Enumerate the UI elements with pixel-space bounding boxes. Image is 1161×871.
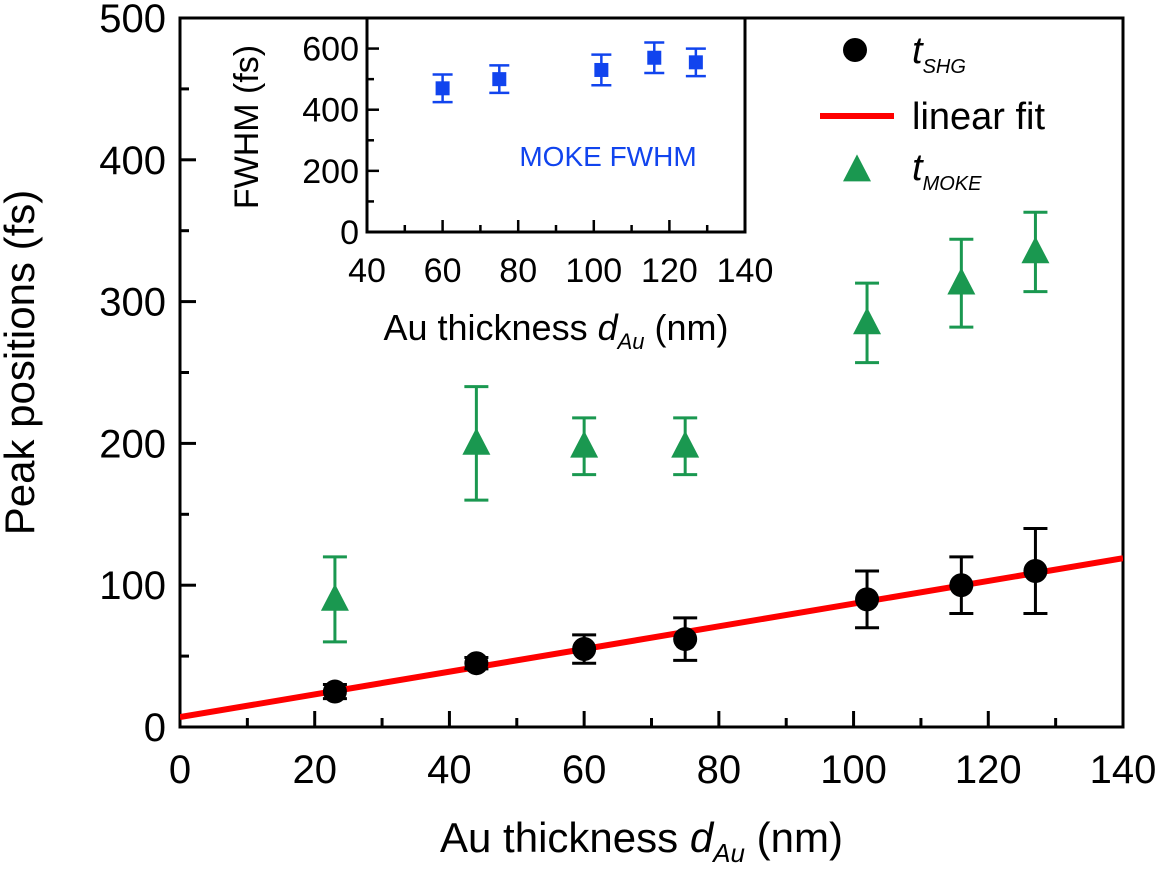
main-y-tick-label: 400 xyxy=(99,139,166,183)
main-x-tick-label: 20 xyxy=(292,748,337,792)
moke-data-point xyxy=(853,307,882,335)
main-x-tick-label: 60 xyxy=(562,748,607,792)
shg-data-point xyxy=(949,573,974,598)
inset-x-tick-label: 60 xyxy=(424,252,462,290)
inset-plot-frame xyxy=(365,16,747,234)
main-x-tick-label: 40 xyxy=(427,748,472,792)
main-y-axis-label: Peak positions (fs) xyxy=(0,190,43,535)
main-y-tick-label: 300 xyxy=(99,281,166,325)
fwhm-data-point xyxy=(594,62,609,77)
linear-fit-line xyxy=(180,555,1123,721)
main-y-tick-label: 100 xyxy=(99,564,166,608)
moke-data-point xyxy=(570,430,599,458)
main-y-tick-label: 0 xyxy=(144,706,166,750)
main-x-tick-label: 80 xyxy=(697,748,742,792)
moke-data-point xyxy=(671,430,700,458)
legend-moke-name: t xyxy=(912,147,924,189)
inset-x-tick-label: 40 xyxy=(348,252,386,290)
shg-data-point xyxy=(855,587,880,612)
inset-y-tick-label: 600 xyxy=(302,31,359,69)
inset-x-axis-label: Au thickness dAu (nm) xyxy=(383,307,728,354)
main-x-label-unit: (nm) xyxy=(745,814,843,861)
legend-moke-subscript: MOKE xyxy=(923,173,983,195)
inset-y-tick-label: 0 xyxy=(340,214,359,252)
inset-x-label-text: Au thickness xyxy=(383,307,597,348)
inset-y-axis-label: FWHM (fs) xyxy=(228,45,266,209)
shg-data-point xyxy=(673,627,698,652)
inset-x-label-subscript: Au xyxy=(616,329,645,354)
main-x-tick-label: 0 xyxy=(169,748,191,792)
inset-x-label-unit: (nm) xyxy=(645,307,729,348)
legend-moke-marker xyxy=(843,154,871,182)
legend-shg-name: t xyxy=(912,30,924,72)
main-x-label-symbol: d xyxy=(690,814,715,861)
fwhm-data-point xyxy=(435,81,450,96)
legend-shg-label: tSHG xyxy=(912,30,966,78)
main-y-tick-label: 500 xyxy=(99,0,166,41)
inset-y-tick-label: 400 xyxy=(302,92,359,130)
inset-x-tick-label: 100 xyxy=(565,252,622,290)
main-x-label-subscript: Au xyxy=(711,838,745,866)
moke-data-point xyxy=(1021,236,1050,264)
inset-annotation: MOKE FWHM xyxy=(519,141,696,172)
fwhm-data-point xyxy=(647,50,662,65)
shg-data-point xyxy=(322,679,347,704)
fwhm-data-point xyxy=(492,72,507,87)
inset-x-tick-label: 120 xyxy=(641,252,698,290)
fwhm-data-point xyxy=(688,55,703,70)
main-x-axis-label: Au thickness dAu (nm) xyxy=(440,814,843,866)
main-y-tick-label: 200 xyxy=(99,422,166,466)
inset-x-tick-label: 140 xyxy=(717,252,774,290)
moke-data-point xyxy=(947,267,976,295)
main-x-label-text: Au thickness xyxy=(440,814,690,861)
legend-shg-subscript: SHG xyxy=(923,56,966,78)
legend-moke-label: tMOKE xyxy=(912,147,982,195)
legend-shg-marker xyxy=(843,38,867,62)
inset-x-tick-label: 80 xyxy=(499,252,537,290)
main-x-tick-label: 120 xyxy=(955,748,1022,792)
shg-data-point xyxy=(1023,559,1048,584)
main-x-tick-label: 100 xyxy=(820,748,887,792)
shg-data-point xyxy=(464,651,489,676)
shg-data-point xyxy=(572,637,597,662)
legend-fit-label: linear fit xyxy=(912,96,1045,138)
main-x-tick-label: 140 xyxy=(1090,748,1157,792)
moke-data-point xyxy=(462,427,491,455)
moke-data-point xyxy=(320,583,349,611)
inset-y-tick-label: 200 xyxy=(302,153,359,191)
inset-x-label-symbol: d xyxy=(598,307,619,348)
